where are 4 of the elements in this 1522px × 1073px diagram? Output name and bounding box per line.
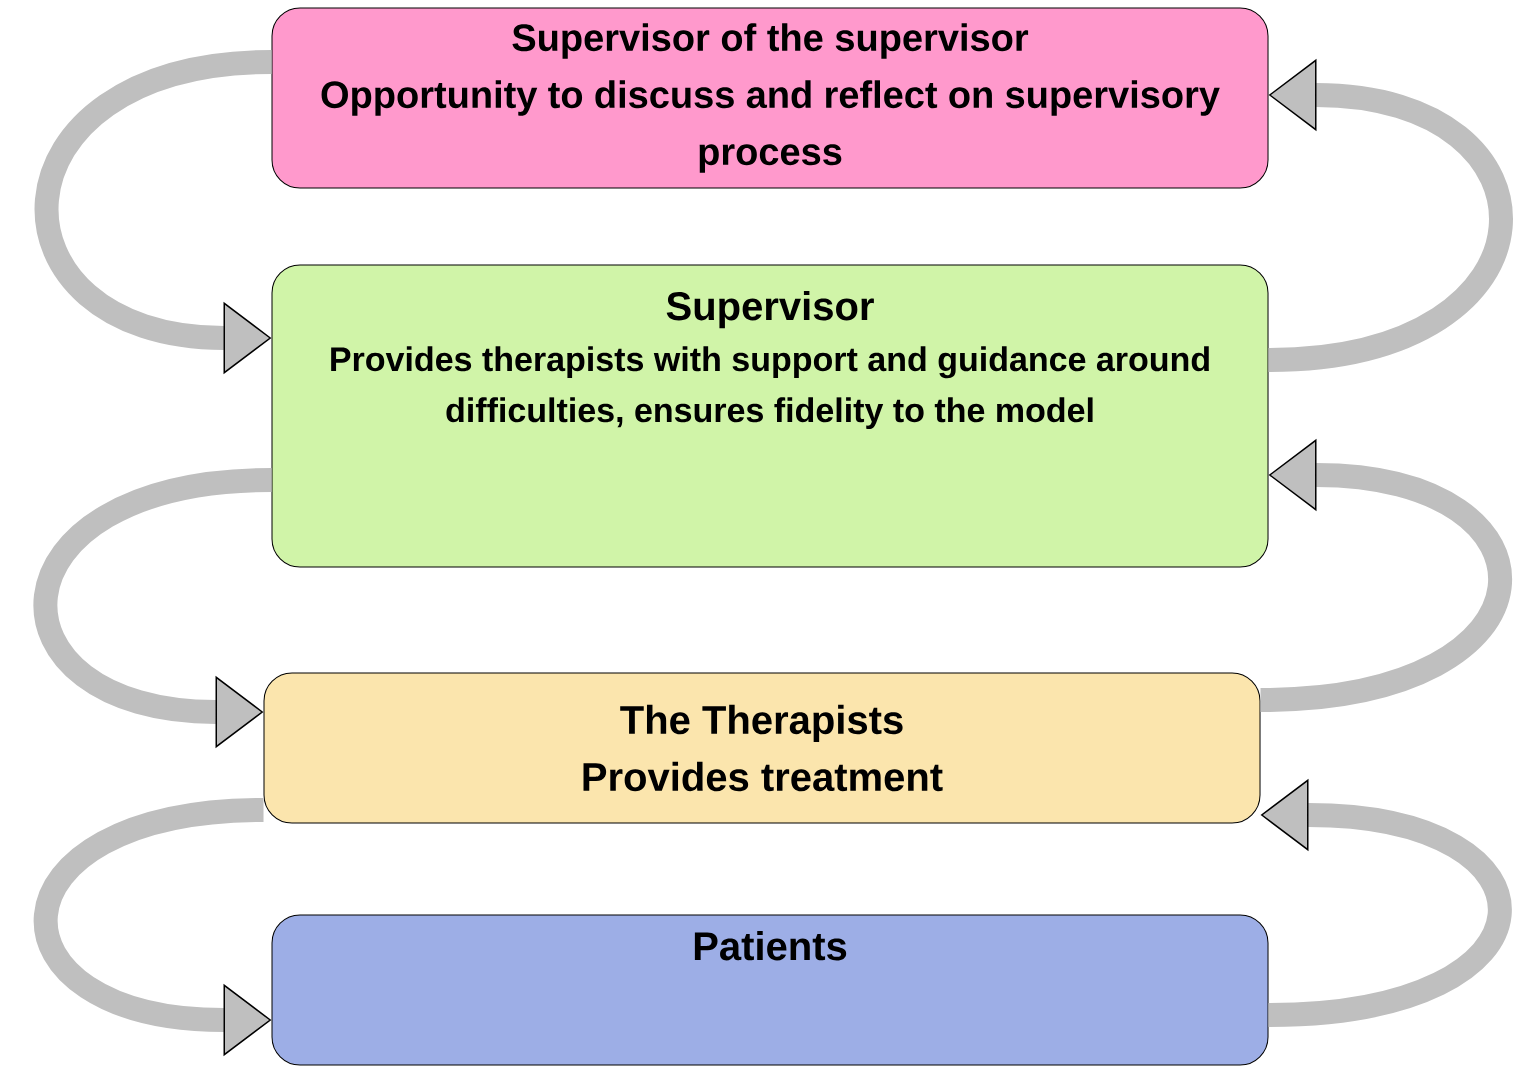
process-box: Patients [271,914,1269,1066]
process-box: Supervisor Provides therapists with support and guidance around difficulties, ensures fidelity to the model [271,264,1269,568]
process-box: The Therapists Provides treatment [263,672,1261,824]
process-box: Supervisor of the supervisor Opportunity to discuss and reflect on supervisory process [271,7,1269,189]
